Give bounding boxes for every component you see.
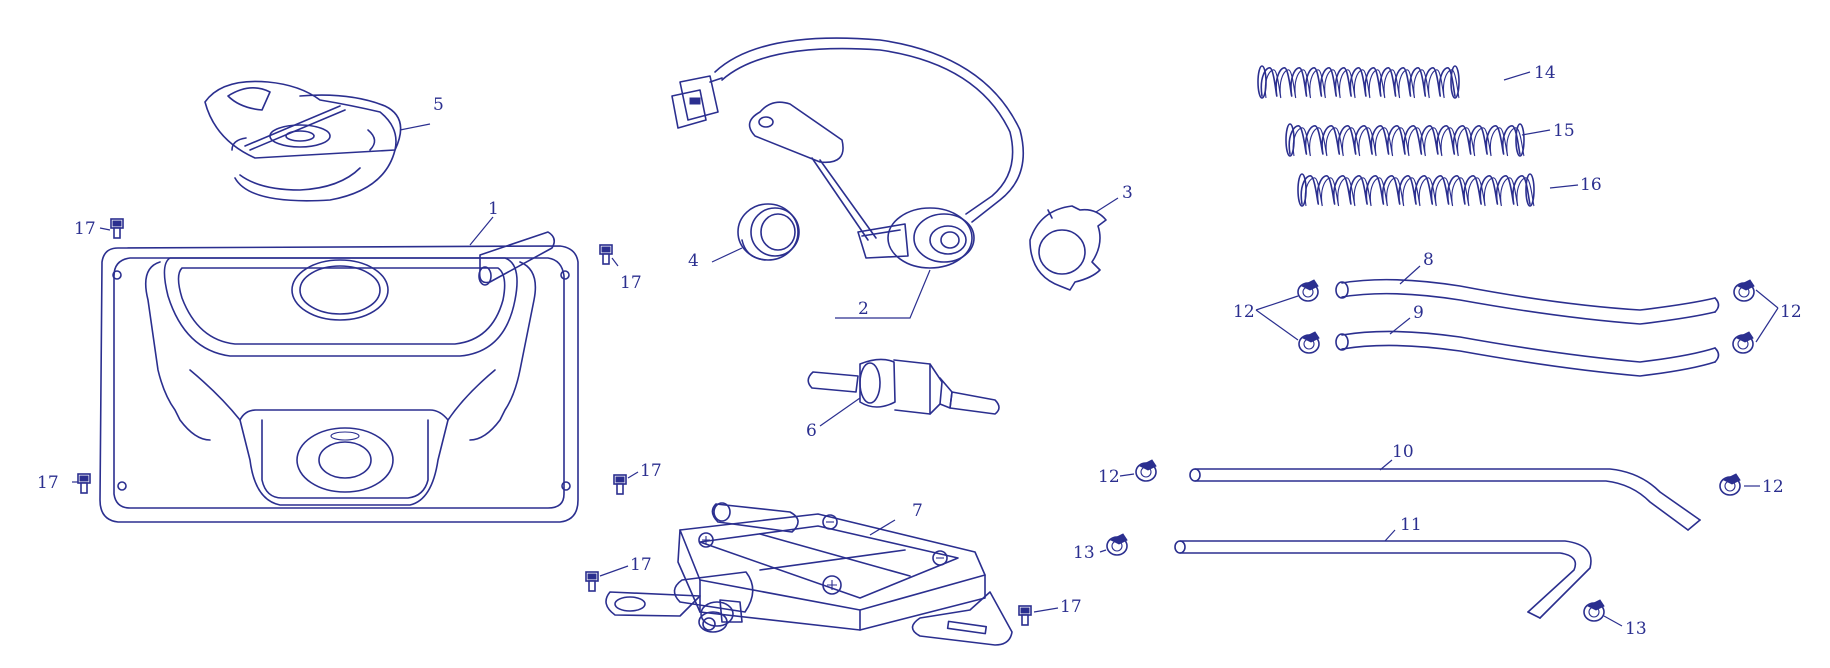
- hose-clamp: [1583, 599, 1605, 622]
- callout-12: 12: [1762, 477, 1784, 497]
- bolt: [585, 571, 599, 592]
- callout-labels: 5 1 2 3 4 6 7 8 9 10 11 12 12 12 12 13 1…: [37, 63, 1802, 639]
- fuel-filter: [807, 358, 1000, 415]
- hose-clamp: [1106, 533, 1128, 556]
- leader-lines: [72, 71, 1779, 627]
- sender-gasket: [737, 203, 800, 261]
- callout-17: 17: [630, 555, 652, 575]
- callout-12: 12: [1233, 302, 1255, 322]
- bolt: [613, 474, 627, 495]
- hose-clamp: [1719, 473, 1741, 496]
- fuel-hose-11: [1174, 540, 1592, 619]
- bolt: [1018, 605, 1032, 626]
- fuel-level-sender: [671, 37, 1025, 269]
- callout-13: 13: [1625, 619, 1647, 639]
- hose-clamp-group: [1106, 279, 1755, 622]
- callout-14: 14: [1534, 63, 1556, 83]
- bolt: [599, 244, 613, 265]
- callout-17: 17: [620, 273, 642, 293]
- spring-guard-16: [1297, 173, 1535, 207]
- callout-17: 17: [37, 473, 59, 493]
- hose-clamp: [1297, 279, 1319, 302]
- callout-8: 8: [1423, 250, 1434, 270]
- hose-clamp: [1135, 459, 1157, 482]
- callout-16: 16: [1580, 175, 1602, 195]
- callout-4: 4: [688, 251, 699, 271]
- sender-retaining-plate: [1029, 205, 1107, 291]
- fuel-hose-8: [1335, 278, 1720, 325]
- hose-clamp: [1298, 331, 1320, 354]
- callout-9: 9: [1413, 303, 1424, 323]
- callout-3: 3: [1122, 183, 1133, 203]
- callout-10: 10: [1392, 442, 1414, 462]
- bolt: [110, 218, 124, 239]
- fuel-tank: [99, 231, 579, 523]
- fuel-hose-10: [1189, 468, 1701, 531]
- callout-7: 7: [912, 501, 923, 521]
- spring-guard-14: [1257, 65, 1460, 99]
- callout-5: 5: [433, 95, 444, 115]
- spring-guard-15: [1285, 123, 1525, 157]
- callout-15: 15: [1553, 121, 1575, 141]
- callout-12: 12: [1780, 302, 1802, 322]
- callout-17: 17: [640, 461, 662, 481]
- callout-11: 11: [1400, 515, 1422, 535]
- callout-6: 6: [806, 421, 817, 441]
- fuel-cap: [204, 80, 402, 202]
- hose-clamp: [1732, 331, 1754, 354]
- bolt-group: [77, 218, 1032, 626]
- callout-2: 2: [858, 299, 869, 319]
- callout-17: 17: [1060, 597, 1082, 617]
- callout-12: 12: [1098, 467, 1120, 487]
- callout-17: 17: [74, 219, 96, 239]
- fuel-hose-9: [1335, 330, 1720, 377]
- fuel-pump: [605, 502, 1013, 646]
- callout-13: 13: [1073, 543, 1095, 563]
- bolt: [77, 473, 91, 494]
- callout-1: 1: [488, 199, 499, 219]
- hose-clamp: [1733, 279, 1755, 302]
